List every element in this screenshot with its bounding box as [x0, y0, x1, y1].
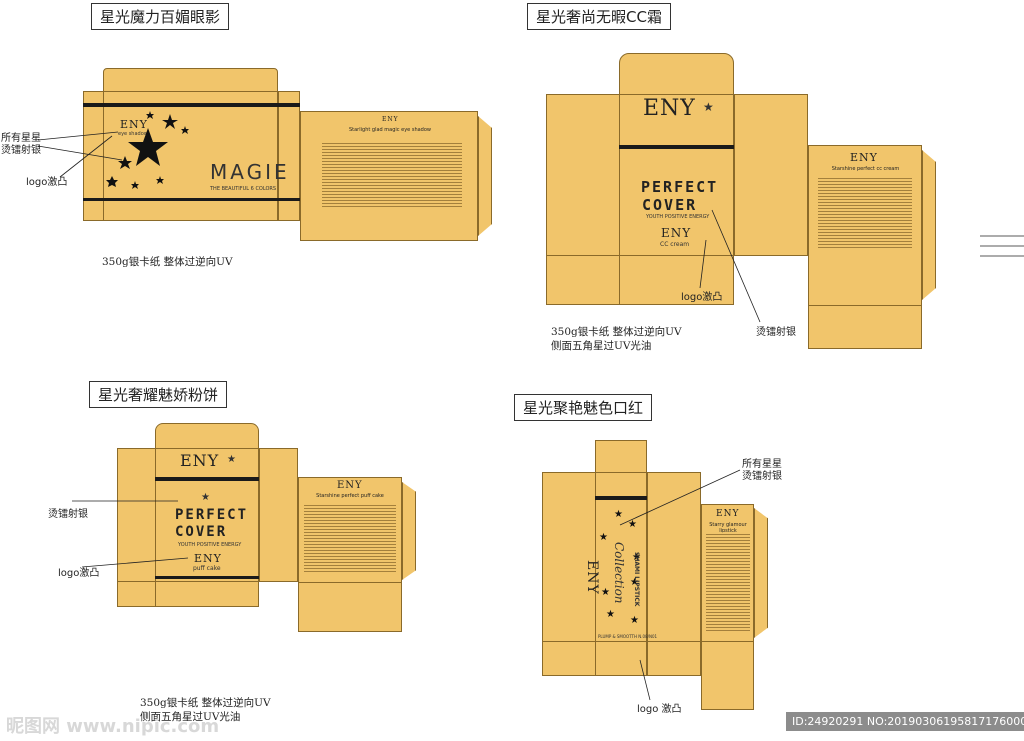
eyeshadow-left-side: [83, 91, 104, 221]
puff-top-band: [155, 477, 259, 481]
puff-star-icon: ★: [227, 454, 236, 465]
puff-emblem-star: ★: [201, 492, 210, 503]
eyeshadow-brand: ENY: [120, 118, 148, 131]
puff-product-line1: PERFECT: [175, 507, 249, 523]
cc-product-line2: COVER: [642, 196, 698, 214]
puff-right-side: [259, 448, 298, 582]
cc-back-text: [818, 176, 912, 248]
svg-text:★: ★: [630, 615, 639, 625]
lip-top-flap: [595, 440, 647, 473]
eyeshadow-spec: 350g银卡纸 整体过逆向UV: [102, 256, 233, 268]
eyeshadow-brand-sub: eye shadow: [118, 131, 148, 137]
puff-note-foil: 烫镭射银: [48, 509, 88, 520]
cc-sub-product: CC cream: [660, 241, 690, 248]
eyeshadow-back-text: [322, 141, 462, 207]
svg-text:★: ★: [632, 552, 641, 563]
cc-back-bottom-flap: [808, 305, 922, 349]
puff-spec-2: 侧面五角星过UV光油: [140, 711, 241, 723]
puff-left-bottom-flap: [117, 581, 156, 607]
svg-text:★: ★: [606, 609, 615, 620]
lip-back-logo: ENY: [716, 509, 740, 519]
title-eyeshadow: 星光魔力百媚眼影: [91, 3, 230, 30]
puff-sub-brand: ENY: [194, 552, 222, 565]
cc-note-logo: logo激凸: [681, 292, 723, 303]
eyeshadow-back-logo: ENY: [382, 116, 399, 123]
cc-front-panel: [619, 94, 734, 256]
title-puff-cake: 星光奢耀魅娇粉饼: [89, 381, 228, 408]
lip-stars-cluster: ★ ★ ★ ★ ★ ★ ★ ★: [596, 505, 646, 626]
lip-note-stars: 所有星星 烫镭射银: [742, 459, 782, 482]
eyeshadow-stars-cluster: [100, 106, 195, 196]
lip-right-bottom-flap: [647, 641, 701, 676]
eyeshadow-product-name: MAGIE: [210, 160, 290, 184]
lip-back-title: Starry glamour lipstick: [709, 522, 747, 534]
puff-product-line2: COVER: [175, 524, 228, 540]
puff-bottom-band: [155, 576, 259, 579]
lip-footer: PLUMP & SMOOTTH N.08/N01: [598, 634, 658, 639]
cc-back-logo: ENY: [850, 151, 878, 164]
id-bar: ID:24920291 NO:20190306195817176000: [786, 712, 1024, 731]
cc-back-title: Starshine perfect cc cream: [831, 166, 900, 172]
svg-text:★: ★: [628, 519, 637, 530]
eyeshadow-note-logo: logo激凸: [26, 177, 68, 188]
puff-tagline: YOUTH POSITIVE ENERGY: [178, 542, 242, 548]
puff-back-title: Starshine perfect puff cake: [316, 493, 384, 499]
cc-left-side: [546, 94, 620, 256]
eyeshadow-note-stars: 所有星星 烫镭射银: [1, 133, 41, 156]
cc-star-icon: ★: [703, 100, 714, 114]
cc-spec-1: 350g银卡纸 整体过逆向UV: [551, 326, 682, 338]
puff-back-logo: ENY: [337, 480, 363, 491]
cc-tagline: YOUTH POSITIVE ENERGY: [646, 214, 710, 220]
eyeshadow-right-side: [278, 91, 300, 221]
eyeshadow-back-title: Starlight glad magic eye shadow: [348, 127, 431, 133]
puff-brand: ENY: [180, 451, 220, 470]
cc-left-bottom-flap: [546, 255, 620, 305]
cc-brand: ENY: [643, 96, 696, 121]
star-icon: ★ ★ ★ ★ ★ ★ ★ ★: [599, 509, 641, 626]
svg-text:★: ★: [614, 509, 623, 520]
cc-product-line1: PERFECT: [641, 178, 719, 196]
title-cc-cream: 星光奢尚无暇CC霜: [527, 3, 671, 30]
puff-left-side: [117, 448, 156, 582]
eyeshadow-bottom-band: [83, 198, 300, 201]
lip-back-text: [706, 532, 750, 632]
lip-top-band: [595, 496, 647, 500]
cc-spec-2: 侧面五角星过UV光油: [551, 340, 652, 352]
watermark: 昵图网 www.nipic.com: [6, 716, 220, 737]
svg-text:★: ★: [601, 587, 610, 598]
lip-back-bottom-flap: [701, 641, 754, 710]
puff-back-bottom-flap: [298, 582, 402, 632]
lip-front-bottom-flap: [595, 641, 647, 676]
puff-note-logo: logo激凸: [58, 568, 100, 579]
star-icon: [106, 111, 189, 189]
cc-right-side: [734, 94, 808, 256]
cc-top-band: [619, 145, 734, 149]
cc-front-bottom-flap: [619, 255, 734, 305]
svg-text:★: ★: [630, 577, 639, 588]
eyeshadow-top-band: [83, 103, 300, 107]
cc-note-foil: 烫镭射银: [756, 327, 796, 338]
lip-note-logo: logo 激凸: [637, 704, 682, 715]
eyeshadow-product-sub: THE BEAUTIFUL 6 COLORS: [210, 186, 277, 192]
puff-back-text: [304, 503, 396, 573]
title-lipstick: 星光聚艳魅色口红: [514, 394, 653, 421]
cc-sub-brand: ENY: [661, 226, 692, 240]
puff-spec-1: 350g银卡纸 整体过逆向UV: [140, 697, 271, 709]
svg-text:★: ★: [599, 532, 608, 543]
puff-sub-product: puff cake: [193, 565, 221, 572]
puff-front-bottom-flap: [155, 581, 259, 607]
